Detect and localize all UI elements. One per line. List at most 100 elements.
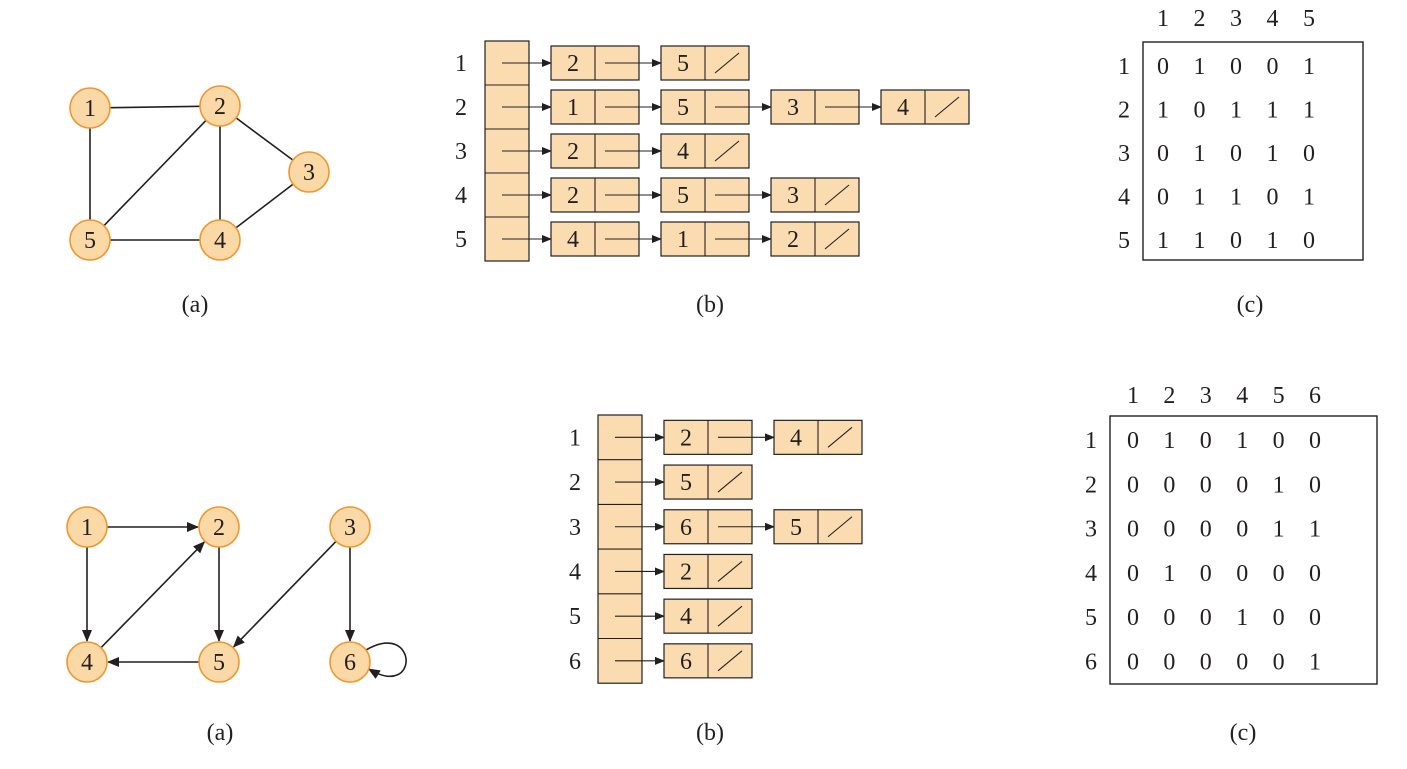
undirected-edge-2-5 — [103, 119, 207, 227]
directed-matrix-cell: 0 — [1200, 428, 1212, 454]
directed-list-caption: (b) — [696, 720, 724, 746]
directed-matrix-row-header: 1 — [1085, 428, 1097, 454]
undirected-list-vertex-label: 3 — [455, 139, 467, 165]
directed-matrix-cell: 0 — [1273, 561, 1285, 587]
directed-matrix-cell: 1 — [1309, 517, 1321, 543]
directed-vertex-4: 4 — [66, 641, 108, 683]
directed-list-node-value: 4 — [680, 604, 692, 630]
directed-list-node: 5 — [663, 464, 753, 500]
directed-edge-3-5 — [232, 540, 337, 648]
directed-matrix-cell: 0 — [1127, 517, 1139, 543]
undirected-list-node: 4 — [880, 89, 970, 125]
undirected-edge-2-3 — [235, 117, 294, 161]
undirected-edge-1-2 — [109, 105, 201, 109]
directed-matrix-cell: 0 — [1309, 428, 1321, 454]
directed-list-node-value: 6 — [680, 515, 692, 541]
undirected-matrix-cell: 0 — [1230, 141, 1242, 167]
directed-list-vertex-label: 1 — [569, 425, 581, 451]
undirected-matrix-row-header: 5 — [1118, 228, 1130, 254]
undirected-list-node-value: 5 — [677, 95, 689, 121]
directed-vertex-label: 2 — [213, 515, 225, 541]
undirected-list-node-value: 3 — [787, 95, 799, 121]
undirected-list-node-value: 4 — [567, 227, 579, 253]
directed-matrix-cell: 0 — [1163, 472, 1175, 498]
directed-matrix-row-header: 2 — [1085, 472, 1097, 498]
undirected-vertex-label: 3 — [303, 160, 315, 186]
undirected-matrix-column-header: 5 — [1303, 6, 1315, 32]
directed-list-vertex-label: 2 — [569, 470, 581, 496]
directed-list-node: 2 — [663, 553, 753, 590]
undirected-list-node-value: 4 — [897, 95, 909, 121]
directed-matrix-cell: 0 — [1309, 605, 1321, 631]
undirected-list-node-value: 3 — [787, 183, 799, 209]
directed-list-node: 5 — [773, 509, 863, 545]
undirected-matrix-cell: 1 — [1194, 54, 1206, 80]
directed-matrix-column-header: 2 — [1163, 383, 1175, 409]
undirected-matrix-cell: 1 — [1303, 54, 1315, 80]
directed-vertex-label: 3 — [344, 515, 356, 541]
undirected-matrix-cell: 0 — [1303, 228, 1315, 254]
directed-matrix-cell: 1 — [1163, 561, 1175, 587]
undirected-vertex-label: 2 — [214, 94, 226, 120]
directed-matrix-cell: 0 — [1200, 472, 1212, 498]
directed-matrix-row-header: 6 — [1085, 650, 1097, 676]
undirected-matrix-row-header: 3 — [1118, 141, 1130, 167]
directed-list-vertex-label: 4 — [569, 559, 581, 585]
undirected-list-null-slash — [934, 96, 960, 118]
undirected-vertex-label: 5 — [84, 228, 96, 254]
directed-matrix-caption: (c) — [1230, 720, 1257, 746]
undirected-matrix-cell: 1 — [1303, 185, 1315, 211]
undirected-matrix-cell: 1 — [1194, 141, 1206, 167]
undirected-list-node-value: 5 — [677, 183, 689, 209]
undirected-matrix-cell: 1 — [1157, 228, 1169, 254]
directed-matrix-column-header: 6 — [1309, 383, 1321, 409]
undirected-list-node-value: 2 — [567, 51, 579, 77]
directed-list-null-slash — [827, 426, 853, 448]
directed-list-node-value: 5 — [790, 515, 802, 541]
undirected-edge-3-4 — [235, 183, 294, 229]
directed-vertex-3: 3 — [329, 506, 371, 548]
undirected-matrix-row-header: 1 — [1118, 54, 1130, 80]
directed-matrix-cell: 0 — [1236, 650, 1248, 676]
directed-matrix-cell: 0 — [1309, 472, 1321, 498]
directed-matrix-cell: 0 — [1127, 605, 1139, 631]
undirected-matrix-cell: 1 — [1230, 185, 1242, 211]
directed-matrix-cell: 0 — [1200, 561, 1212, 587]
directed-matrix-cell: 0 — [1163, 605, 1175, 631]
undirected-matrix-cell: 0 — [1230, 54, 1242, 80]
undirected-list-null-slash — [824, 184, 850, 206]
undirected-list-node: 2 — [770, 221, 860, 257]
directed-list-null-slash — [717, 561, 743, 582]
undirected-vertex-label: 1 — [84, 96, 96, 122]
directed-vertex-label: 4 — [81, 650, 93, 676]
undirected-list-null-slash — [714, 52, 740, 74]
undirected-matrix-cell: 0 — [1303, 141, 1315, 167]
directed-graph-caption: (a) — [207, 720, 234, 746]
undirected-vertex-1: 1 — [69, 87, 111, 129]
undirected-matrix-cell: 1 — [1194, 228, 1206, 254]
undirected-matrix-row-header: 2 — [1118, 98, 1130, 124]
undirected-vertex-3: 3 — [288, 151, 330, 193]
undirected-matrix-caption: (c) — [1237, 292, 1264, 318]
directed-list-node-value: 4 — [790, 425, 802, 451]
directed-list-node-value: 2 — [680, 559, 692, 585]
undirected-list-null-slash — [824, 228, 850, 250]
directed-matrix-cell: 0 — [1236, 472, 1248, 498]
directed-matrix-cell: 0 — [1127, 650, 1139, 676]
